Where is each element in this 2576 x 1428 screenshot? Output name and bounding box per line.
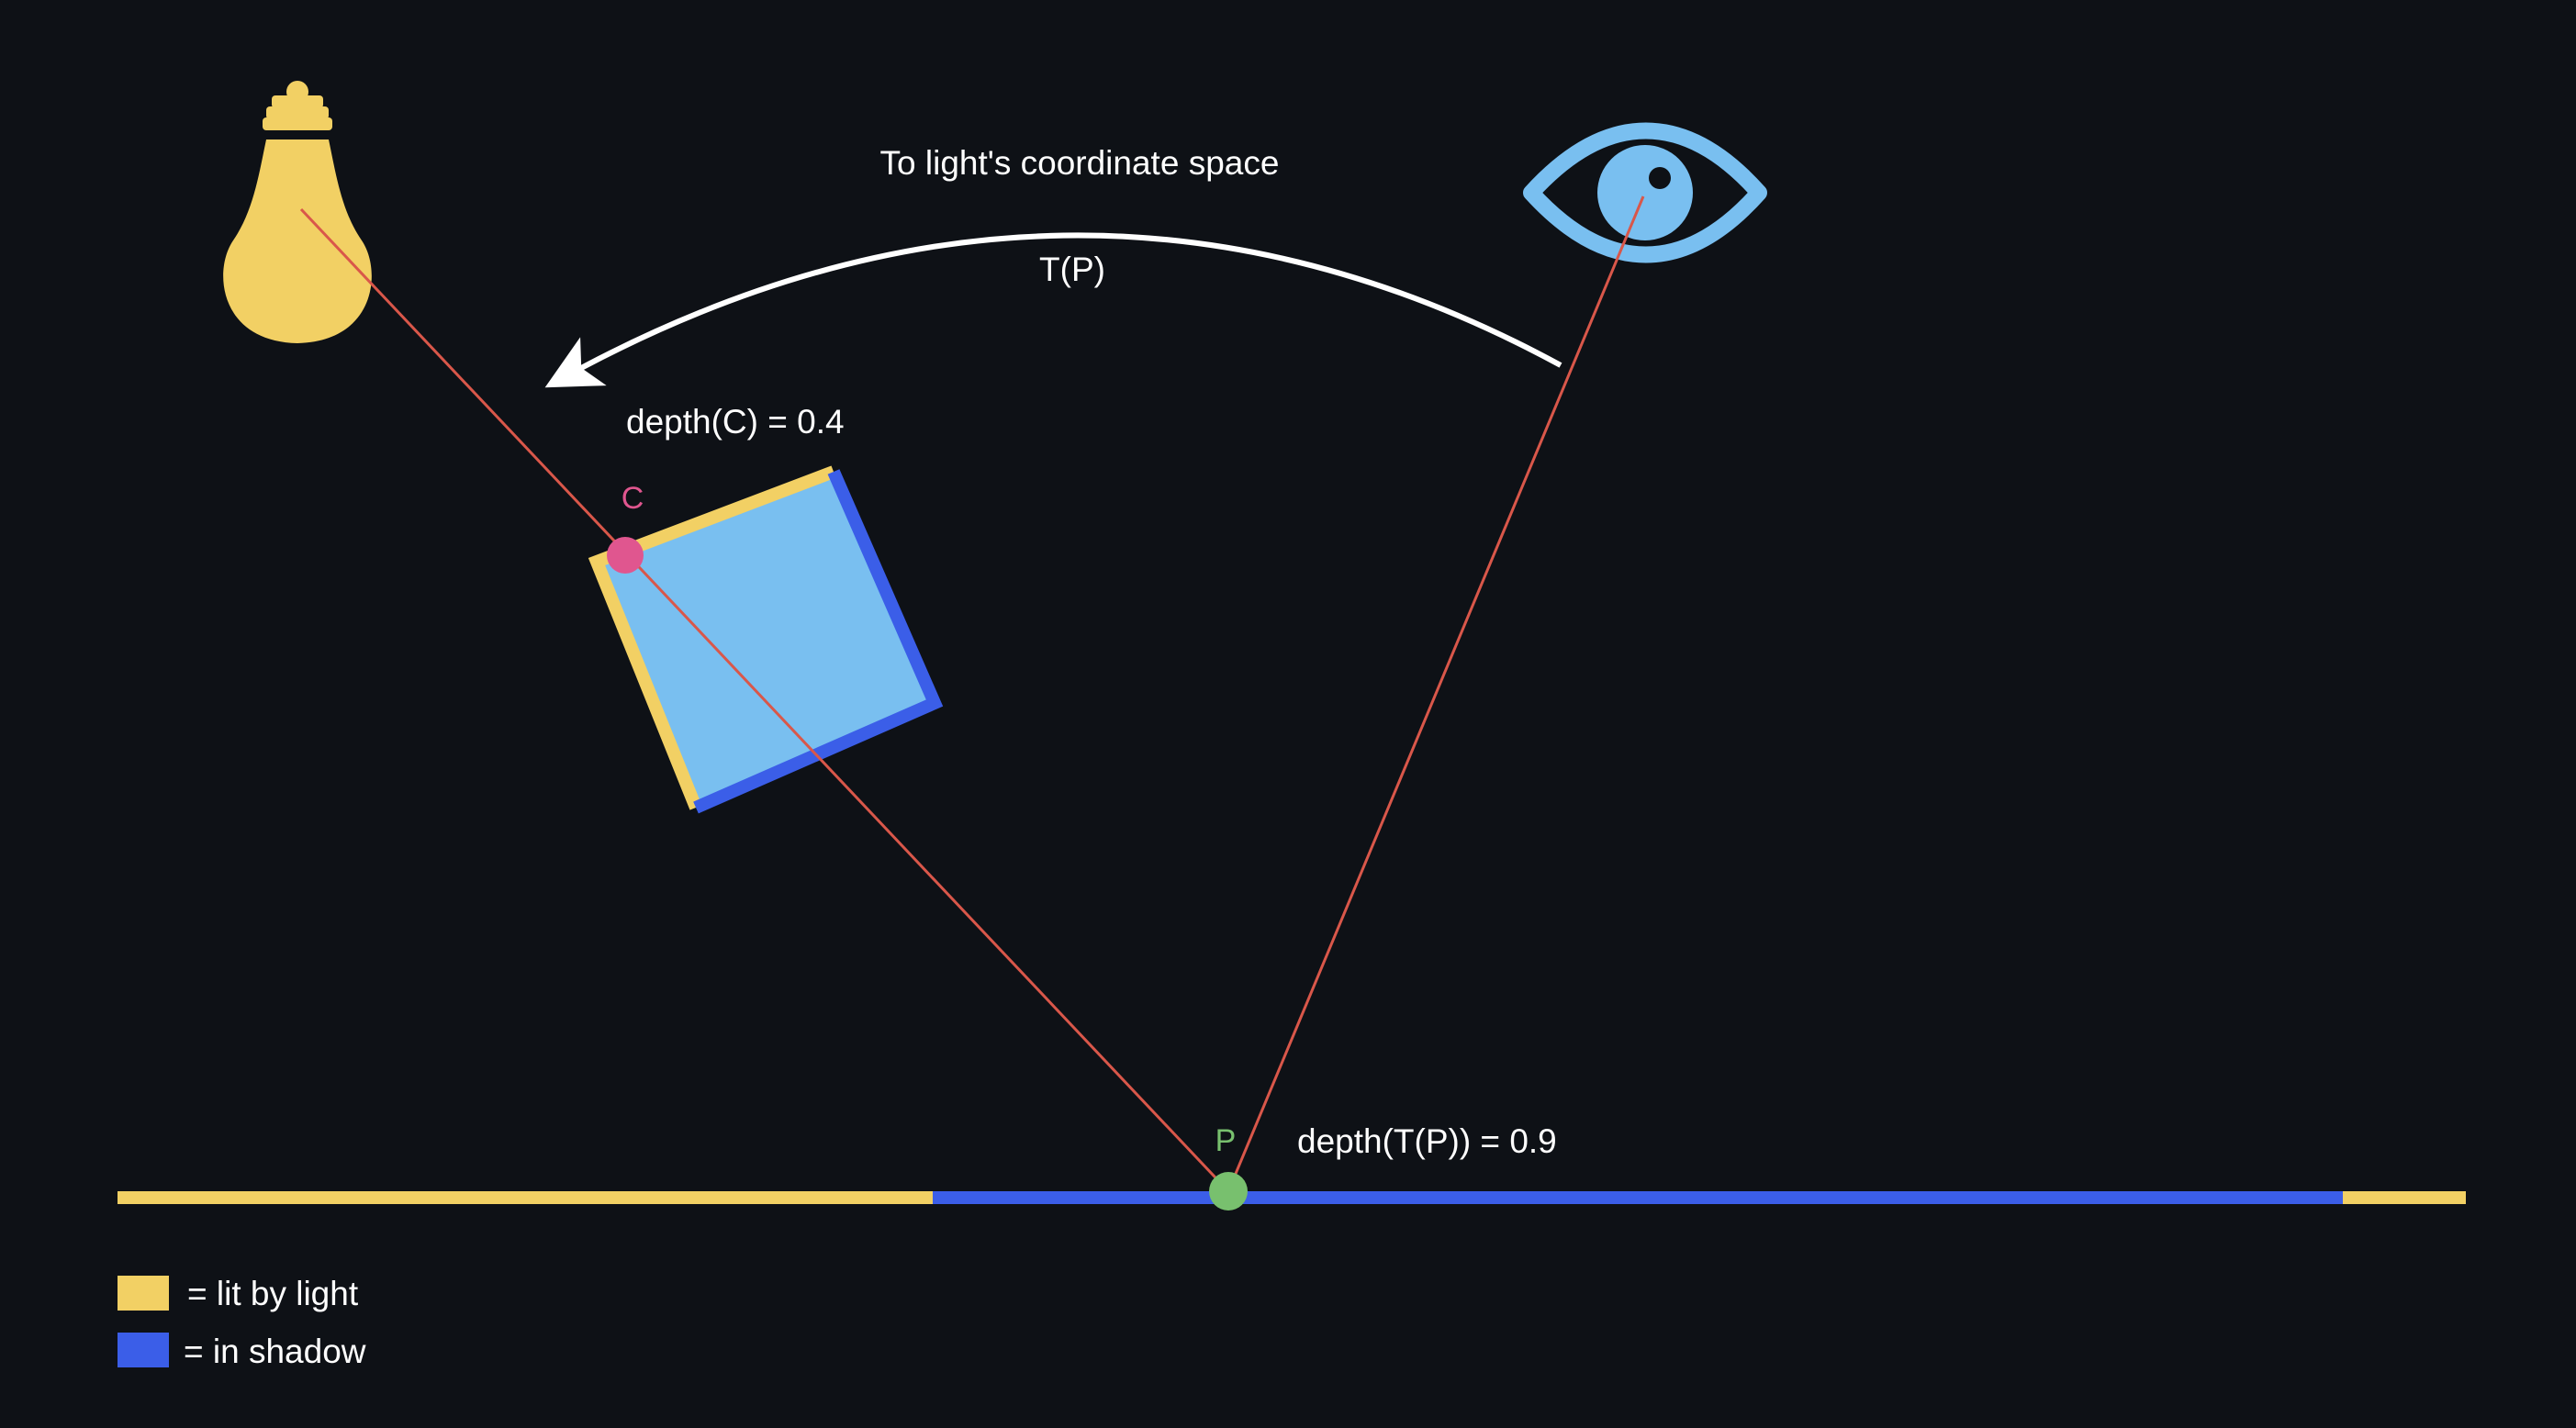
- ground-lit-right: [2343, 1191, 2466, 1204]
- point-c-dot: [607, 537, 644, 574]
- light-ray: [299, 207, 1230, 1193]
- legend-shadow-swatch: [118, 1333, 169, 1367]
- depth-p-label: depth(T(P)) = 0.9: [1297, 1122, 1557, 1160]
- occluder-cube: [588, 465, 944, 814]
- legend-shadow-label: = in shadow: [184, 1333, 366, 1370]
- legend-lit-label: = lit by light: [187, 1275, 359, 1312]
- ground-lit-left: [118, 1191, 933, 1204]
- cube-lit-edges: [588, 465, 836, 810]
- eye-icon: [1523, 122, 1767, 263]
- transform-label: T(P): [1039, 251, 1105, 288]
- camera-ray: [1226, 195, 1645, 1192]
- ground-shadow: [933, 1191, 2343, 1204]
- point-p-dot: [1209, 1172, 1248, 1210]
- legend: = lit by light = in shadow: [118, 1275, 366, 1370]
- point-p-label: P: [1215, 1123, 1237, 1158]
- transform-arrow: [544, 232, 1562, 388]
- arrow-title: To light's coordinate space: [880, 144, 1280, 182]
- point-c-label: C: [622, 481, 644, 516]
- cube-face: [597, 472, 935, 808]
- light-bulb-icon: [223, 81, 372, 343]
- ground-plane: [118, 1191, 2466, 1204]
- cube-shadow-edges: [693, 469, 944, 814]
- legend-lit-swatch: [118, 1276, 169, 1311]
- depth-c-label: depth(C) = 0.4: [626, 403, 845, 441]
- rays: [299, 195, 1645, 1193]
